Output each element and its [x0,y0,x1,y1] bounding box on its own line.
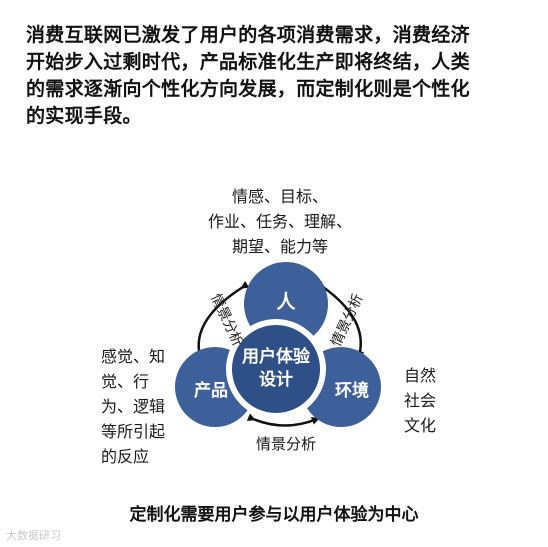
bottom-arrow [246,413,320,427]
environment-note: 自然 社会 文化 [404,363,454,438]
center-label-line2: 设计 [259,370,293,390]
caption: 定制化需要用户参与以用户体验为中心 [129,505,419,525]
bottom-arrow-label: 情景分析 [255,435,316,453]
watermark: 大数据研习 [6,529,61,542]
product-note-line: 等所引起 [101,422,166,441]
left-arrow [194,280,250,359]
intro-line: 的实现手段。 [26,105,142,127]
person-note-line: 情感、目标、 [231,187,328,206]
product-label: 产品 [194,381,228,401]
intro-paragraph: 消费互联网已激发了用户的各项消费需求，消费经济 开始步入过剩时代，产品标准化生产… [26,22,531,130]
center-node [226,319,326,419]
environment-note-line: 社会 [404,391,437,410]
intro-line: 开始步入过剩时代，产品标准化生产即将终结，人类 [26,51,470,73]
product-note-line: 为、逻辑 [101,397,166,416]
center-label: 用户体验 设计 [229,346,323,392]
product-note-line: 感觉、知 [101,347,166,366]
center-label-line1: 用户体验 [242,347,310,367]
intro-line: 消费互联网已激发了用户的各项消费需求，消费经济 [26,24,470,46]
product-note-line: 的反应 [101,447,150,466]
right-arrow [316,280,365,359]
environment-note-line: 自然 [404,366,437,385]
environment-note-line: 文化 [404,416,437,435]
person-label: 人 [276,291,296,313]
person-note-line: 作业、任务、理解、 [207,212,352,231]
person-note-line: 期望、能力等 [231,237,328,256]
intro-line: 的需求逐渐向个性化方向发展，而定制化则是个性化 [26,78,470,100]
product-note-line: 觉、行 [101,372,150,391]
environment-label: 环境 [335,381,369,401]
person-note: 情感、目标、 作业、任务、理解、 期望、能力等 [205,184,355,259]
product-note: 感觉、知 觉、行 为、逻辑 等所引起 的反应 [101,344,181,469]
